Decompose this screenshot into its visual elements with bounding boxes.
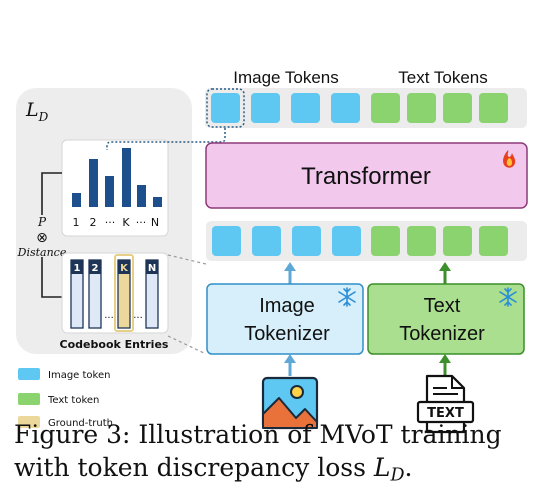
text-document-icon: TEXT bbox=[416, 374, 475, 434]
caption-loss-symbol: L bbox=[373, 453, 391, 482]
legend-label-ground-truth: Ground-truth bbox=[48, 418, 113, 429]
codebook-tick-dots-2: ... bbox=[133, 310, 143, 321]
codebook-head-1 bbox=[71, 260, 83, 274]
bar-1 bbox=[72, 193, 81, 207]
codebook-entries bbox=[70, 254, 159, 332]
snowflake-icon bbox=[499, 287, 517, 307]
text-tokenizer-block bbox=[367, 283, 525, 355]
chart-tick-dots-2: ··· bbox=[136, 216, 147, 229]
image-input-arrowhead bbox=[284, 354, 296, 363]
chart-tick-dots-1: ··· bbox=[105, 216, 116, 229]
input-image-token-1 bbox=[212, 226, 241, 256]
codebook-connector-bottom bbox=[167, 335, 207, 355]
codebook-tick-1: 1 bbox=[74, 263, 81, 274]
input-image-token-3 bbox=[292, 226, 321, 256]
bar-3 bbox=[105, 176, 114, 207]
legend-swatch-image-token bbox=[18, 368, 40, 380]
chart-tick-1: 1 bbox=[73, 216, 80, 229]
distribution-card bbox=[61, 139, 169, 237]
output-image-token-1 bbox=[211, 93, 240, 123]
caption-line-2-prefix: with token discrepancy loss bbox=[14, 453, 374, 482]
chart-tick-n: N bbox=[151, 216, 159, 229]
transformer-block bbox=[205, 142, 528, 209]
bar-5 bbox=[137, 185, 146, 207]
text-tokens-header: Text Tokens bbox=[398, 68, 487, 87]
input-text-token-2 bbox=[407, 226, 436, 256]
loss-bracket bbox=[41, 172, 70, 298]
selected-token-highlight bbox=[206, 88, 245, 128]
output-text-token-2 bbox=[407, 93, 436, 123]
output-tokens bbox=[211, 93, 508, 123]
distance-label: Distance bbox=[17, 246, 67, 259]
codebook-connector-top bbox=[167, 254, 207, 265]
input-image-token-4 bbox=[332, 226, 361, 256]
output-image-token-3 bbox=[291, 93, 320, 123]
bar-n bbox=[153, 197, 162, 207]
transformer-label: Transformer bbox=[301, 163, 431, 190]
caption-line-2: with token discrepancy loss LD. bbox=[14, 451, 534, 492]
image-tokenizer-block bbox=[206, 283, 364, 355]
image-tokenizer-arrowhead bbox=[284, 262, 296, 271]
legend-swatch-ground-truth bbox=[18, 416, 40, 428]
codebook-head-k bbox=[118, 260, 130, 274]
image-tokenizer-line2: Tokenizer bbox=[244, 323, 330, 345]
output-image-token-2 bbox=[251, 93, 280, 123]
text-tokenizer-line2: Tokenizer bbox=[399, 323, 485, 345]
input-tokens bbox=[212, 226, 508, 256]
output-image-token-4 bbox=[331, 93, 360, 123]
snowflake-icon bbox=[338, 287, 356, 307]
text-tokenizer-arrowhead bbox=[439, 262, 451, 271]
codebook-tick-n: N bbox=[148, 263, 156, 274]
bar-k bbox=[122, 148, 131, 207]
input-image-token-2 bbox=[252, 226, 281, 256]
text-input-arrowhead bbox=[439, 354, 451, 363]
codebook-tick-dots-1: ... bbox=[104, 310, 114, 321]
codebook-tick-k: K bbox=[120, 263, 129, 274]
caption-line-2-suffix: . bbox=[404, 453, 413, 482]
p-label: P bbox=[37, 215, 47, 229]
codebook-head-2 bbox=[89, 260, 101, 274]
legend: Image token Text token Ground-truth bbox=[18, 368, 113, 429]
fire-icon bbox=[503, 150, 516, 168]
caption-line-1: Figure 3: Illustration of MVoT training bbox=[14, 420, 502, 449]
image-tokenizer-line1: Image bbox=[259, 295, 315, 317]
chart-tick-2: 2 bbox=[90, 216, 97, 229]
codebook-head-n bbox=[146, 260, 158, 274]
loss-title: LD bbox=[25, 99, 49, 124]
text-tokenizer-line1: Text bbox=[424, 295, 461, 317]
legend-label-image-token: Image token bbox=[48, 370, 110, 381]
loss-title-sub: D bbox=[38, 110, 49, 124]
image-input-icon bbox=[261, 376, 319, 430]
input-text-token-4 bbox=[479, 226, 508, 256]
output-text-token-4 bbox=[479, 93, 508, 123]
output-text-token-3 bbox=[443, 93, 472, 123]
ground-truth-highlight bbox=[114, 254, 134, 332]
codebook-label: Codebook Entries bbox=[60, 338, 169, 351]
input-text-token-3 bbox=[443, 226, 472, 256]
distribution-bars bbox=[72, 148, 162, 207]
legend-label-text-token: Text token bbox=[47, 395, 99, 406]
codebook-tick-2: 2 bbox=[92, 263, 99, 274]
figure-caption: Figure 3: Illustration of MVoT training … bbox=[14, 418, 534, 492]
otimes-symbol: ⊗ bbox=[36, 230, 48, 246]
output-text-token-1 bbox=[371, 93, 400, 123]
input-text-token-1 bbox=[371, 226, 400, 256]
legend-swatch-text-token bbox=[18, 393, 40, 405]
image-tokens-header: Image Tokens bbox=[233, 68, 339, 87]
chart-tick-k: K bbox=[122, 216, 130, 229]
caption-loss-sub: D bbox=[390, 465, 405, 486]
bar-2 bbox=[89, 159, 98, 207]
text-document-label: TEXT bbox=[427, 406, 464, 421]
